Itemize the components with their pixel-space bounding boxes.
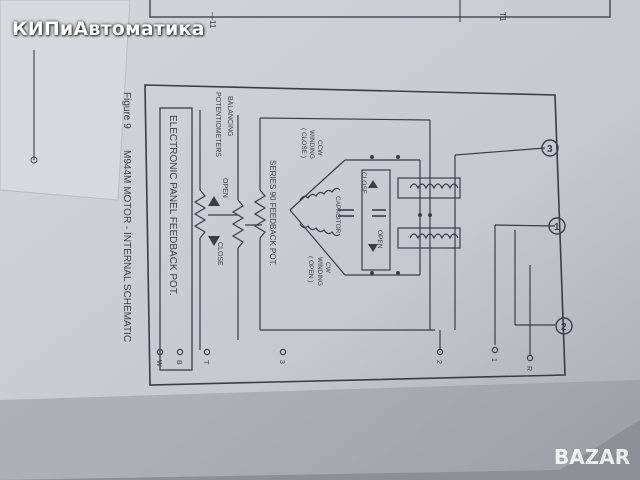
term-b-label: B — [175, 360, 182, 365]
potentiometers-label: POTENTIOMETERS — [214, 92, 221, 157]
ccw-label: CCW — [316, 140, 323, 156]
panel-pot-resistor — [193, 189, 207, 239]
upper-motor-coil — [409, 183, 459, 190]
cw-winding-coil — [299, 223, 341, 237]
svg-text:BAZAR: BAZAR — [554, 445, 630, 469]
capacitor-label: CAPACITOR — [334, 196, 341, 234]
capacitor-symbol — [338, 209, 386, 217]
close-label: CLOSE — [216, 242, 223, 266]
cw-winding-label: WINDING — [316, 257, 323, 286]
svg-text:—11: —11 — [208, 12, 217, 29]
cw-label: CW — [324, 262, 331, 274]
balancing-pot-resistor — [231, 199, 245, 249]
ccw-winding-label: WINDING — [308, 130, 315, 159]
ccw-close-label: ( CLOSE ) — [300, 128, 307, 158]
schematic-title: M944M MOTOR - INTERNAL SCHEMATIC — [121, 150, 132, 342]
term-3-bottom-label: 3 — [278, 360, 285, 364]
term-r-label: R — [525, 366, 532, 371]
term-2-bottom-label: 2 — [435, 360, 442, 364]
open-label: OPEN — [221, 178, 228, 198]
electronic-panel-label: ELECTRONIC PANEL FEEDBACK POT. — [167, 115, 178, 296]
series90-pot-resistor — [253, 189, 267, 239]
balancing-label: BALANCING — [226, 96, 233, 136]
svg-text:T1: T1 — [498, 12, 507, 22]
series90-label: SERIES 90 FEEDBACK POT. — [268, 160, 277, 266]
watermark-text: КИПиАвтоматика — [12, 18, 205, 40]
term-1-bottom-label: 1 — [490, 358, 497, 362]
cw-open-label: ( OPEN ) — [307, 256, 314, 282]
lower-motor-coil — [409, 233, 459, 240]
folded-corner — [0, 0, 131, 201]
diagram-frame — [144, 84, 566, 386]
upper-diagram-box — [149, 0, 611, 18]
figure-label: Figure 9 — [121, 92, 132, 129]
terminal-2-label: 2 — [561, 322, 567, 333]
term-t-label: T — [202, 360, 209, 365]
ccw-winding-coil — [299, 187, 341, 201]
close-small-label: CLOSE — [360, 172, 367, 195]
electronic-panel-box — [159, 107, 193, 371]
terminal-3-label: 3 — [547, 144, 553, 155]
terminal-1-label: 1 — [554, 222, 560, 233]
open-small-label: OPEN — [376, 230, 383, 249]
bazar-logo: BAZAR — [554, 445, 630, 469]
term-w-label: W — [155, 360, 162, 367]
